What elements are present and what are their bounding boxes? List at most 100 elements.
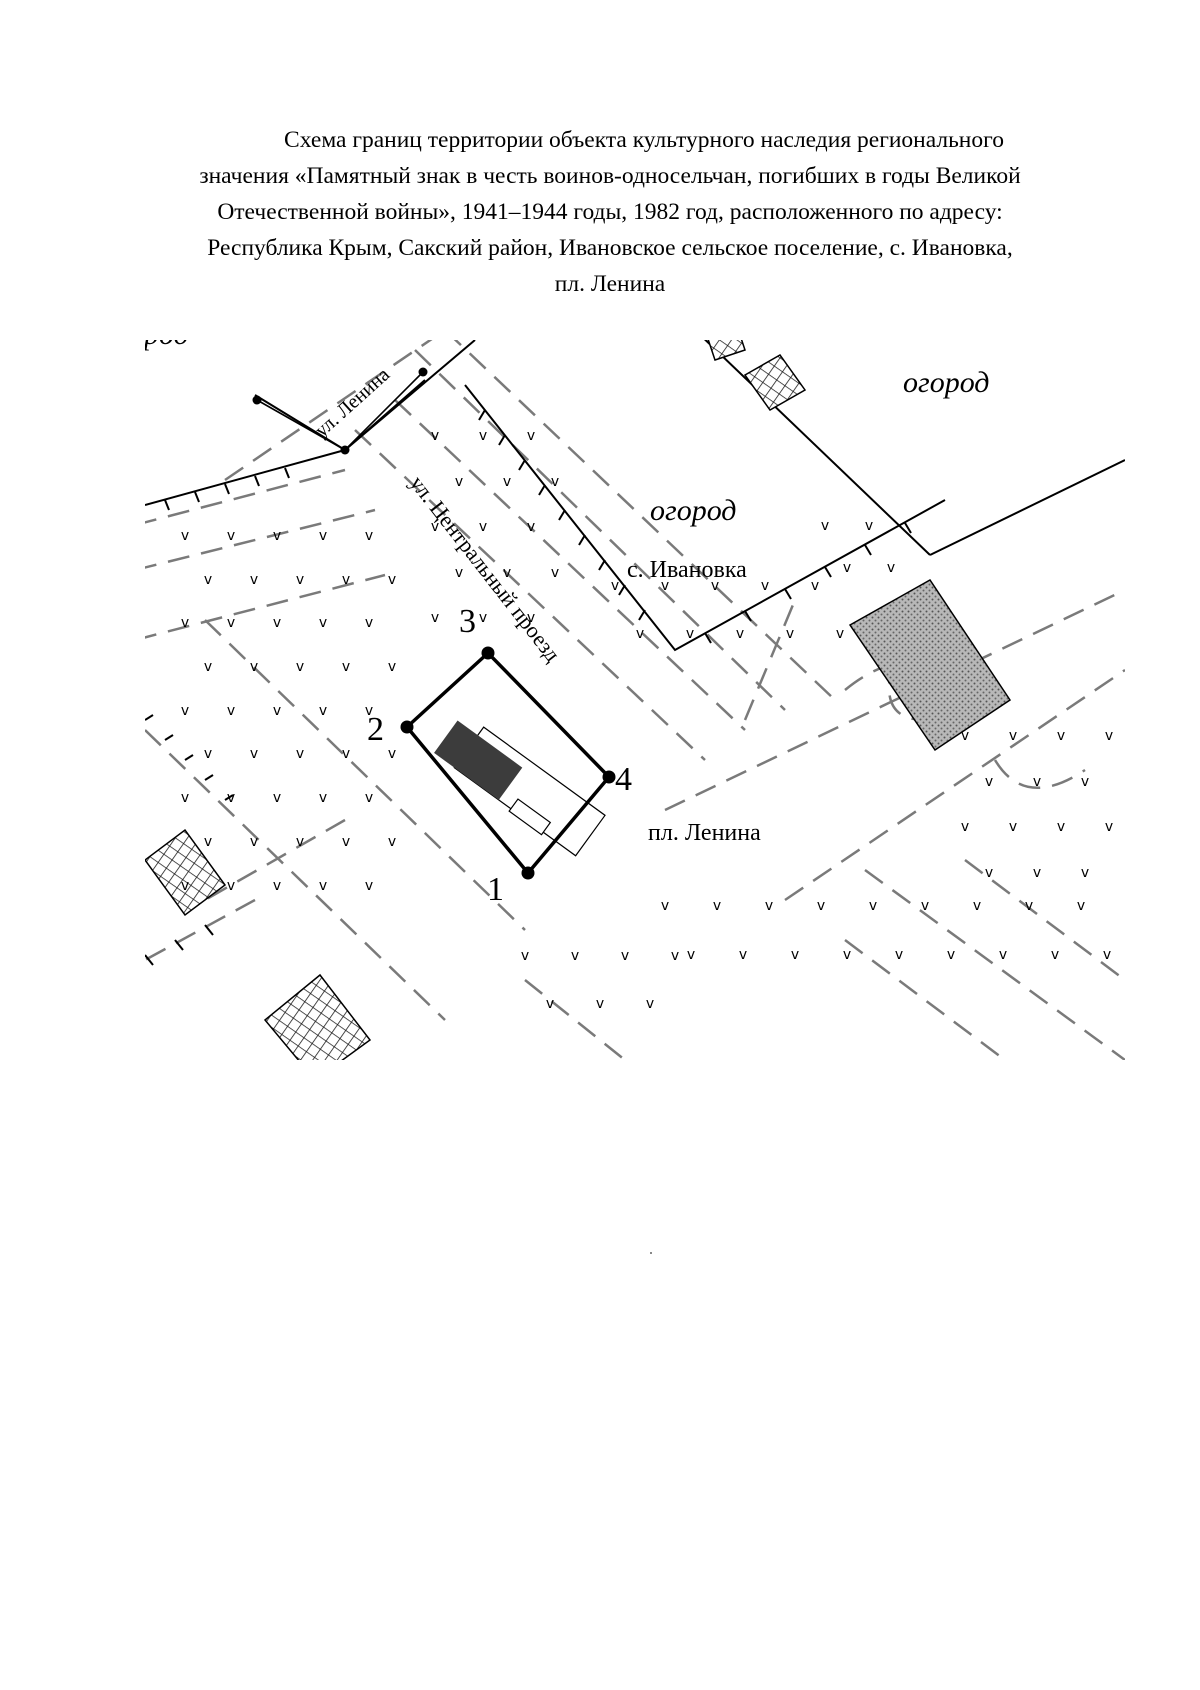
vegetation-mark: v — [431, 428, 439, 444]
vegetation-mark: v — [1057, 728, 1065, 744]
vegetation-mark: v — [999, 947, 1007, 963]
vegetation-mark: v — [739, 947, 747, 963]
vegetation-mark: v — [365, 790, 373, 806]
point-label-3: 3 — [459, 603, 476, 640]
label-square: пл. Ленина — [648, 820, 761, 846]
vegetation-mark: v — [713, 898, 721, 914]
scheme-title: Схема границ территории объекта культурн… — [140, 122, 1080, 302]
vegetation-mark: v — [503, 474, 511, 490]
vegetation-mark: v — [1051, 947, 1059, 963]
vegetation-mark: v — [865, 518, 873, 534]
vegetation-mark: v — [388, 746, 396, 762]
vegetation-mark: v — [973, 898, 981, 914]
vegetation-mark: v — [791, 947, 799, 963]
vegetation-mark: v — [296, 834, 304, 850]
vegetation-mark: v — [1077, 898, 1085, 914]
vegetation-mark: v — [636, 626, 644, 642]
vegetation-mark: v — [319, 790, 327, 806]
vegetation-mark: v — [821, 518, 829, 534]
vegetation-mark: v — [227, 878, 235, 894]
title-line-3: Отечественной войны», 1941–1944 годы, 19… — [217, 199, 1003, 225]
vegetation-mark: v — [204, 572, 212, 588]
vegetation-mark: v — [985, 774, 993, 790]
monument-footprint — [434, 720, 606, 857]
vegetation-mark: v — [204, 746, 212, 762]
lot-boundaries — [145, 340, 1125, 652]
boundary-point-4 — [602, 770, 616, 784]
vegetation-mark: v — [621, 948, 629, 964]
vegetation-mark: v — [388, 659, 396, 675]
vegetation-mark: v — [431, 610, 439, 626]
vegetation-mark: v — [596, 996, 604, 1012]
vegetation-mark: v — [388, 572, 396, 588]
vegetation-mark: v — [1105, 728, 1113, 744]
vegetation-mark: v — [551, 474, 559, 490]
vegetation-mark: v — [250, 659, 258, 675]
title-line-4: Республика Крым, Сакский район, Ивановск… — [207, 235, 1013, 261]
vegetation-mark: v — [455, 474, 463, 490]
vegetation-mark: v — [455, 565, 463, 581]
vegetation-mark: v — [319, 615, 327, 631]
vegetation-mark: v — [843, 947, 851, 963]
vegetation-mark: v — [365, 878, 373, 894]
vegetation-mark: v — [527, 428, 535, 444]
point-label-2: 2 — [367, 711, 384, 748]
vegetation-mark: v — [365, 528, 373, 544]
vegetation-mark: v — [887, 560, 895, 576]
vegetation-mark: v — [227, 615, 235, 631]
vegetation-mark: v — [319, 703, 327, 719]
vegetation-mark: v — [273, 615, 281, 631]
vegetation-icon: v v v v v v v v v v v v v v v v v v v v v v v v v v v v v v v v v v v v v v v v… — [181, 428, 1113, 1012]
boundary-map: v v v v v v v v v v v v v v v v v v v v v v v v v v v v v v v v v v v v v v v v… — [145, 340, 1125, 1060]
vegetation-mark: v — [296, 746, 304, 762]
vegetation-mark: v — [342, 746, 350, 762]
point-label-1: 1 — [487, 871, 504, 908]
vegetation-mark: v — [1057, 819, 1065, 835]
vegetation-mark: v — [687, 947, 695, 963]
vegetation-mark: v — [365, 615, 373, 631]
vegetation-mark: v — [342, 659, 350, 675]
vegetation-mark: v — [319, 878, 327, 894]
label-garden-top-right: огород — [903, 366, 989, 399]
vegetation-mark: v — [181, 615, 189, 631]
vegetation-mark: v — [250, 572, 258, 588]
vegetation-mark: v — [611, 578, 619, 594]
vegetation-mark: v — [388, 834, 396, 850]
vegetation-mark: v — [551, 565, 559, 581]
vegetation-mark: v — [181, 790, 189, 806]
vegetation-mark: v — [319, 528, 327, 544]
vegetation-mark: v — [671, 948, 679, 964]
title-line-5: пл. Ленина — [554, 271, 666, 297]
vegetation-mark: v — [479, 610, 487, 626]
vegetation-mark: v — [273, 703, 281, 719]
vegetation-mark: v — [431, 519, 439, 535]
vegetation-mark: v — [786, 626, 794, 642]
vegetation-mark: v — [571, 948, 579, 964]
vegetation-mark: v — [646, 996, 654, 1012]
vegetation-mark: v — [181, 878, 189, 894]
vegetation-mark: v — [1105, 819, 1113, 835]
vegetation-mark: v — [273, 878, 281, 894]
vegetation-mark: v — [985, 865, 993, 881]
vegetation-mark: v — [521, 948, 529, 964]
vegetation-mark: v — [342, 572, 350, 588]
vegetation-mark: v — [181, 703, 189, 719]
vegetation-mark: v — [686, 626, 694, 642]
vegetation-mark: v — [961, 728, 969, 744]
vegetation-mark: v — [181, 528, 189, 544]
vegetation-mark: v — [1103, 947, 1111, 963]
street-lenin-axis — [252, 367, 428, 455]
vegetation-mark: v — [1033, 774, 1041, 790]
boundary-point-1 — [521, 866, 535, 880]
vegetation-mark: v — [811, 578, 819, 594]
vegetation-mark: v — [765, 898, 773, 914]
vegetation-mark: v — [711, 578, 719, 594]
label-street-central: ул. Центральный проезд — [405, 471, 565, 667]
title-line-1: Схема границ территории объекта культурн… — [284, 127, 1004, 153]
vegetation-mark: v — [947, 947, 955, 963]
vegetation-mark: v — [1009, 819, 1017, 835]
vegetation-mark: v — [296, 572, 304, 588]
vegetation-mark: v — [761, 578, 769, 594]
vegetation-mark: v — [895, 947, 903, 963]
vegetation-mark: v — [1081, 774, 1089, 790]
